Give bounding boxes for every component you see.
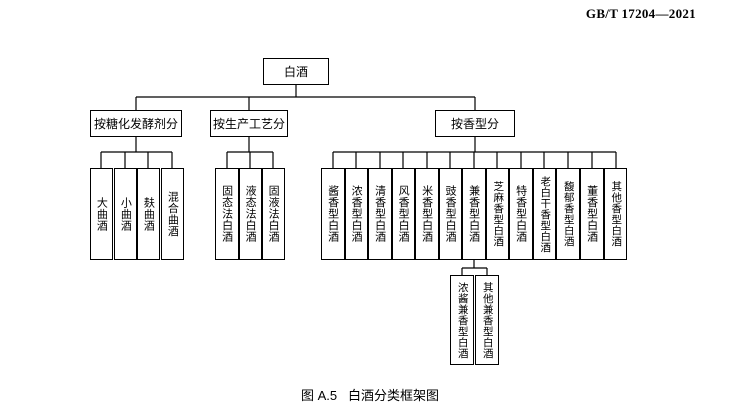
standard-number: GB/T 17204—2021 <box>585 6 696 21</box>
leaf-label: 馥郁香型白酒 <box>562 181 575 247</box>
category-production-process: 按生产工艺分 <box>210 110 288 137</box>
leaf-node: 浓香型白酒 <box>345 168 368 260</box>
sub-leaf-node: 其他兼香型白酒 <box>475 275 499 365</box>
figure-number: 图 A.5 <box>301 388 338 403</box>
leaf-label: 浓香型白酒 <box>350 185 364 243</box>
figure-caption: 图 A.5 白酒分类框架图 <box>0 385 740 404</box>
category-label: 按糖化发酵剂分 <box>93 117 178 131</box>
sub-leaf-node: 浓酱兼香型白酒 <box>450 275 474 365</box>
leaf-node: 芝麻香型白酒 <box>486 168 509 260</box>
leaf-node: 小曲酒 <box>114 168 137 260</box>
leaf-node: 老白干香型白酒 <box>533 168 556 260</box>
leaf-node: 米香型白酒 <box>415 168 439 260</box>
sub-leaf-label: 其他兼香型白酒 <box>481 281 494 359</box>
leaf-label: 豉香型白酒 <box>444 185 458 243</box>
root-node: 白酒 <box>263 58 329 85</box>
leaf-label: 清香型白酒 <box>373 185 387 243</box>
leaf-node: 混合曲酒 <box>161 168 184 260</box>
leaf-label: 董香型白酒 <box>585 185 599 243</box>
leaf-node: 大曲酒 <box>90 168 113 260</box>
leaf-node: 酱香型白酒 <box>321 168 345 260</box>
leaf-node: 特香型白酒 <box>509 168 533 260</box>
leaf-label: 特香型白酒 <box>514 185 528 243</box>
leaf-node: 风香型白酒 <box>392 168 415 260</box>
leaf-label: 固态法白酒 <box>220 185 234 243</box>
category-aroma-type: 按香型分 <box>435 110 515 137</box>
category-label: 按香型分 <box>450 117 499 131</box>
leaf-node: 馥郁香型白酒 <box>556 168 580 260</box>
leaf-label: 老白干香型白酒 <box>539 175 552 253</box>
leaf-label: 风香型白酒 <box>397 185 411 243</box>
leaf-node: 固态法白酒 <box>215 168 239 260</box>
leaf-label: 酱香型白酒 <box>326 185 340 243</box>
category-fermentation-agent: 按糖化发酵剂分 <box>90 110 182 137</box>
category-label: 按生产工艺分 <box>212 117 285 131</box>
leaf-node: 液态法白酒 <box>239 168 262 260</box>
leaf-node: 固液法白酒 <box>262 168 285 260</box>
leaf-label: 米香型白酒 <box>420 185 434 243</box>
leaf-label: 芝麻香型白酒 <box>492 181 505 247</box>
leaf-node: 兼香型白酒 <box>462 168 486 260</box>
leaf-label: 液态法白酒 <box>244 185 258 243</box>
leaf-label: 兼香型白酒 <box>467 185 481 243</box>
leaf-label: 麸曲酒 <box>142 196 156 232</box>
leaf-label: 固液法白酒 <box>267 185 281 243</box>
root-label: 白酒 <box>283 65 308 79</box>
leaf-label: 小曲酒 <box>119 196 133 232</box>
leaf-label: 其他香型白酒 <box>610 181 623 247</box>
leaf-node: 豉香型白酒 <box>439 168 462 260</box>
leaf-label: 混合曲酒 <box>166 191 180 237</box>
leaf-node: 麸曲酒 <box>137 168 160 260</box>
leaf-node: 董香型白酒 <box>580 168 604 260</box>
leaf-node: 清香型白酒 <box>368 168 392 260</box>
figure-title: 白酒分类框架图 <box>347 388 439 403</box>
leaf-node: 其他香型白酒 <box>604 168 627 260</box>
sub-leaf-label: 浓酱兼香型白酒 <box>456 281 469 359</box>
leaf-label: 大曲酒 <box>95 196 109 232</box>
